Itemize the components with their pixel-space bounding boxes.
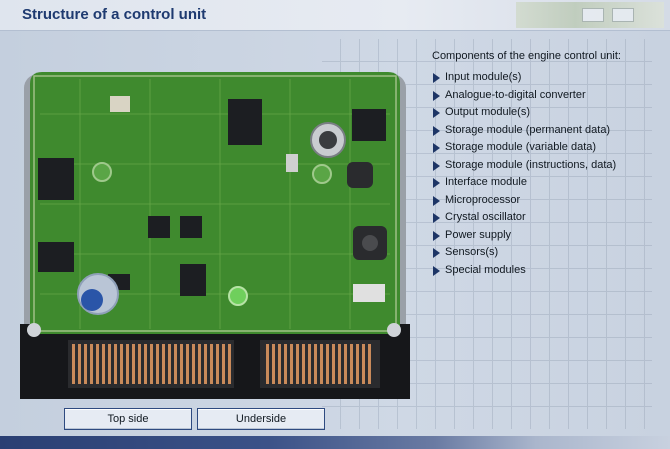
footer-bar [0, 436, 670, 449]
list-item-label: Storage module (permanent data) [445, 123, 611, 136]
list-item-label: Storage module (variable data) [445, 141, 597, 153]
corner-screw [387, 323, 401, 337]
list-item: Analogue-to-digital converter [432, 87, 662, 105]
list-item-label: Microprocessor [445, 193, 521, 206]
list-item-label: Analogue-to-digital converter [445, 88, 586, 101]
mounting-hole [228, 286, 248, 306]
triangle-right-icon [433, 178, 440, 188]
list-item-label: Output module(s) [445, 106, 530, 118]
list-item: Storage module (variable data) [432, 139, 662, 157]
list-item: Storage module (instructions, data) [432, 157, 662, 175]
list-item-label: Input module(s) [445, 71, 522, 83]
ic-chip [228, 99, 262, 145]
list-item: Sensors(s) [432, 244, 662, 262]
corner-screw [27, 323, 41, 337]
list-item: Interface module [432, 174, 662, 192]
triangle-right-icon [433, 230, 440, 241]
list-item-label: Storage module (instructions, data) [445, 158, 617, 171]
thumbnail-chip [612, 8, 634, 22]
mounting-hole [312, 164, 332, 184]
list-item: Input module(s) [432, 69, 662, 87]
ic-chip [180, 216, 202, 238]
list-item: Crystal oscillator [432, 209, 662, 227]
pcb-traces [40, 79, 390, 329]
components-heading: Components of the engine control unit: [432, 50, 621, 62]
blue-capacitor-core [81, 289, 103, 311]
ic-chip [180, 264, 206, 296]
triangle-right-icon [433, 248, 440, 258]
triangle-right-icon [433, 125, 440, 136]
triangle-right-icon [433, 160, 440, 171]
inductor-core [362, 235, 378, 251]
crystal-oscillator [110, 96, 130, 112]
triangle-right-icon [433, 195, 440, 206]
pcb-border-trace [33, 75, 397, 332]
tab-underside[interactable]: Underside [197, 408, 325, 430]
triangle-right-icon [433, 143, 440, 153]
list-item-label: Power supply [445, 228, 512, 241]
list-item: Output module(s) [432, 104, 662, 122]
small-component [286, 154, 298, 172]
list-item-label: Crystal oscillator [445, 211, 526, 223]
triangle-right-icon [433, 73, 440, 83]
triangle-right-icon [433, 213, 440, 223]
triangle-right-icon [433, 265, 440, 276]
list-item-label: Sensors(s) [445, 246, 499, 258]
circuit-board-image [20, 54, 410, 399]
ic-chip [38, 242, 74, 272]
ic-chip [38, 158, 74, 200]
tab-top-side[interactable]: Top side [64, 408, 192, 430]
ic-chip [352, 109, 386, 141]
list-item: Storage module (permanent data) [432, 122, 662, 140]
triangle-right-icon [433, 90, 440, 101]
header-bar: Structure of a control unit [0, 0, 670, 31]
list-item-label: Special modules [445, 263, 526, 276]
inductor [347, 162, 373, 188]
header-thumbnail-image [516, 2, 664, 28]
pcb-surface [30, 72, 400, 334]
list-item: Power supply [432, 227, 662, 245]
list-item: Microprocessor [432, 192, 662, 210]
list-item: Special modules [432, 262, 662, 280]
resistor-array [353, 284, 385, 302]
triangle-right-icon [433, 108, 440, 118]
connector-pin-rows [68, 340, 380, 388]
ic-chip [148, 216, 170, 238]
page-title: Structure of a control unit [22, 6, 207, 23]
electrolytic-capacitor-top [319, 131, 337, 149]
components-panel: Components of the engine control unit: I… [432, 50, 662, 279]
mounting-hole [92, 162, 112, 182]
list-item-label: Interface module [445, 176, 527, 188]
thumbnail-chip [582, 8, 604, 22]
components-list: Input module(s) Analogue-to-digital conv… [432, 69, 662, 279]
